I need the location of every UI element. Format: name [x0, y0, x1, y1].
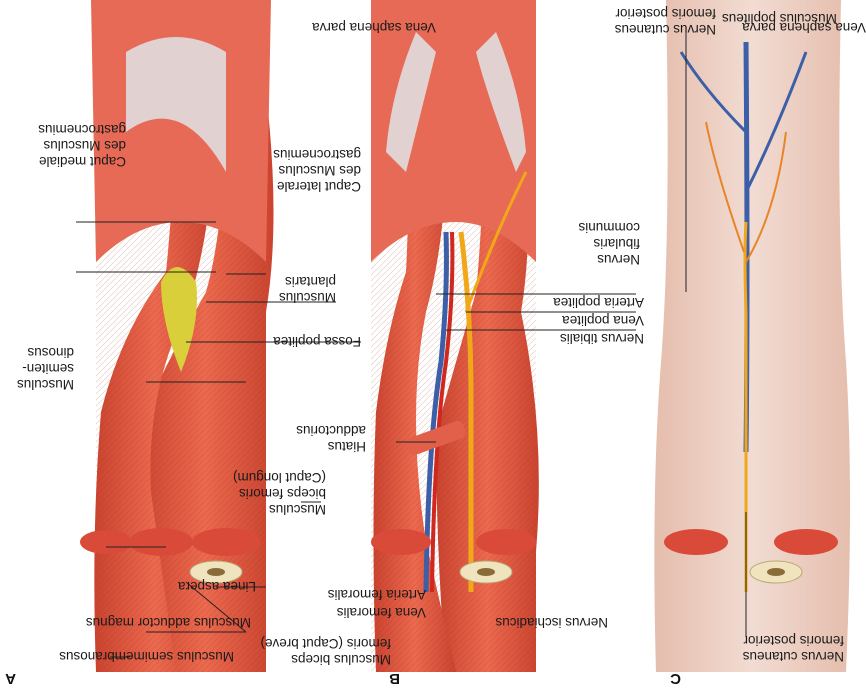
femur-b-marrow [477, 568, 495, 576]
label-musculus-semitendinosus: Musculus semiten- dinosus [16, 345, 74, 392]
label-linea-aspera: Linea aspera [177, 579, 256, 594]
hiatus-flap [406, 420, 466, 456]
nerve-ischiadicus [458, 231, 474, 592]
panel-c-art [654, 0, 850, 672]
label-fossa-poplitea: Fossa poplitea [273, 334, 361, 349]
label-musculus-semimembranosus: Musculus semimembranosus [59, 649, 234, 664]
cut-end-b1 [476, 529, 536, 555]
label-nervus-cutaneus-top: Nervus cutaneus femoris posterior [614, 6, 716, 37]
label-vena-saphena-parva-b: Vena saphena parva [312, 20, 436, 35]
label-hiatus-adductorius: Hiatus adductorius [296, 423, 366, 454]
femur-a-marrow [207, 568, 225, 576]
label-musculus-biceps-longum: Musculus biceps femoris (Caput longum) [232, 470, 326, 517]
label-musculus-adductor-magnus: Musculus adductor magnus [85, 615, 251, 630]
label-nervus-fibularis: Nervus fibularis communis [578, 220, 640, 267]
label-arteria-poplitea: Arteria poplitea [553, 295, 644, 310]
panel-b-art [371, 0, 539, 672]
cut-end-a3 [80, 530, 132, 554]
cut-end-c2 [664, 529, 728, 555]
label-caput-mediale: Caput mediale des Musculus gastrocnemius [38, 122, 126, 169]
label-arteria-femoralis: Arteria femoralis [327, 587, 426, 602]
panel-letter-a: A [5, 670, 16, 687]
artery-poplitea [430, 231, 455, 593]
panel-letter-b: B [389, 670, 400, 687]
label-caput-laterale: Caput laterale des Musculus gastrocnemiu… [273, 147, 361, 194]
nerve-branch-c1 [745, 131, 787, 263]
label-vena-femoralis: Vena femoralis [336, 605, 426, 620]
cut-end-a1 [192, 528, 260, 556]
cut-end-c1 [774, 529, 838, 555]
label-musculus-plantaris: Musculus plantaris [278, 274, 336, 305]
tendon-sheen-b [476, 32, 526, 172]
label-vena-saphena-parva-c: Vena saphena parva [742, 20, 866, 35]
vein-poplitea [423, 231, 449, 593]
label-musculus-biceps-breve: Musculus biceps femoris (Caput breve) [260, 636, 391, 667]
nerve-cutaneus-c [743, 221, 748, 592]
popliteus-tendon-a [126, 37, 226, 172]
tendon-sheen-b2 [386, 32, 436, 172]
fossa-poplitea-fat [161, 267, 197, 372]
femur-c-marrow [767, 568, 785, 576]
label-nervus-cutaneus-bottom: Nervus cutaneus femoris posterior [742, 633, 844, 664]
cut-end-b2 [371, 529, 431, 555]
label-nervus-tibialis: Nervus tibialis [559, 331, 644, 346]
vein-branch-c1 [744, 51, 808, 193]
label-vena-poplitea: Vena poplitea [562, 313, 644, 328]
panel-letter-c: C [670, 670, 681, 687]
skin-c [654, 0, 850, 672]
cut-end-a2 [129, 528, 193, 556]
leader-lines [76, 32, 747, 658]
nerve-branch-c2 [705, 121, 745, 253]
label-nervus-ischiadicus: Nervus ischiadicus [495, 615, 608, 630]
